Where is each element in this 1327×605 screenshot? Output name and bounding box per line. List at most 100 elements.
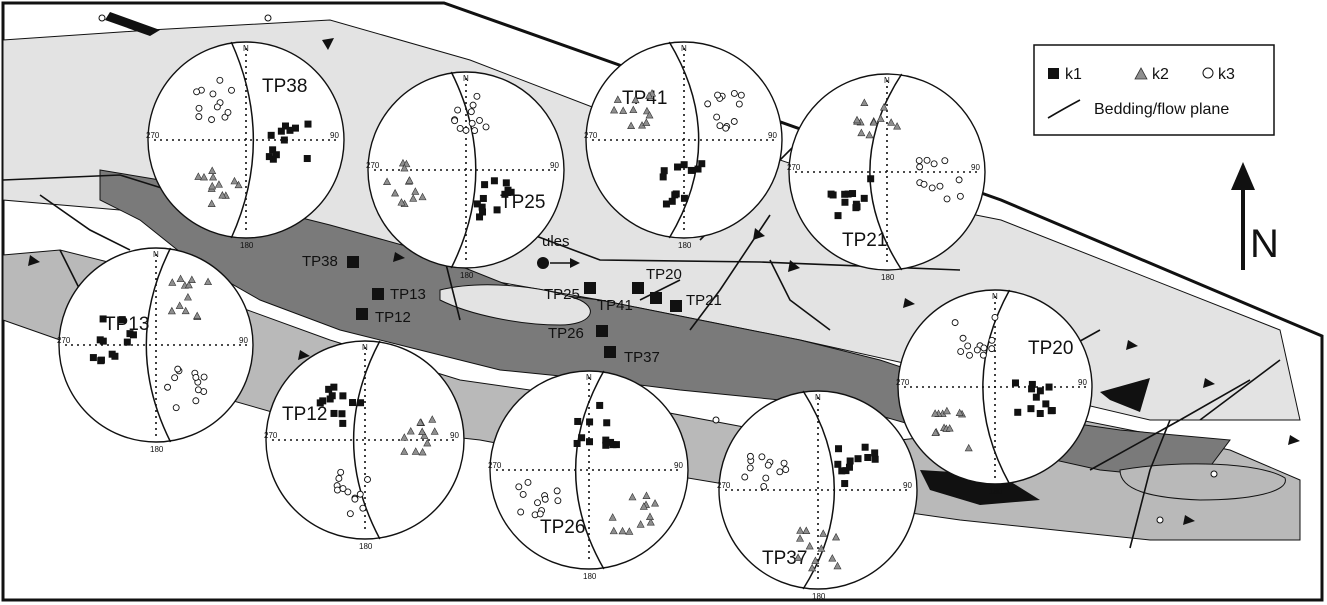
k2-point (183, 292, 192, 301)
k2-point (184, 280, 193, 289)
k1-point (291, 124, 299, 132)
k1-point (126, 330, 134, 338)
k3-point (764, 461, 772, 469)
k2-point (400, 447, 409, 455)
k3-point (955, 176, 963, 184)
legend-k3-icon (1202, 67, 1214, 79)
k1-point (325, 385, 333, 393)
k2-point (199, 172, 208, 181)
k3-point (192, 373, 200, 381)
k2-point (168, 278, 177, 286)
k3-point (200, 373, 208, 381)
k1-point (1048, 407, 1056, 415)
k3-point (519, 491, 527, 498)
k2-point (411, 447, 420, 455)
legend-box (1033, 44, 1275, 136)
stereonet-tick-90: 90 (971, 163, 980, 172)
k3-point (541, 495, 549, 503)
k3-point (208, 116, 216, 124)
k1-point (330, 383, 338, 391)
legend-k3: k3 (1218, 66, 1235, 83)
k1-point (674, 163, 682, 171)
k3-point (966, 351, 973, 359)
k2-point (181, 306, 190, 315)
site-label-tp37: TP37 (624, 349, 660, 366)
k3-point (936, 182, 944, 190)
k1-point (479, 208, 487, 216)
stereonet-tick-270: 270 (787, 163, 801, 172)
k2-point (805, 541, 814, 550)
town-label: ules (542, 233, 570, 250)
k1-point (602, 441, 610, 449)
k1-point (852, 200, 860, 208)
k2-point (645, 91, 654, 99)
k2-point (187, 275, 196, 283)
k2-point (811, 556, 820, 564)
unit-black-3 (105, 12, 160, 36)
stereonet-tick-90: 90 (450, 431, 459, 440)
k1-point (493, 206, 501, 214)
k1-point (835, 445, 843, 453)
k3-point (760, 482, 768, 490)
k1-point (357, 399, 365, 407)
legend-k1: k1 (1065, 66, 1082, 83)
k1-point (339, 419, 347, 427)
k1-point (349, 399, 357, 407)
site-marker-tp12 (356, 308, 368, 320)
site-label-tp26: TP26 (548, 325, 584, 342)
site-marker-tp20 (650, 292, 662, 304)
site-marker-tp38 (347, 256, 359, 268)
site-marker-tp21 (670, 300, 682, 312)
k1-point (269, 155, 277, 163)
stereonet-name: TP13 (104, 314, 149, 335)
k3-point (746, 464, 754, 472)
k3-point (964, 342, 972, 350)
k2-point (945, 424, 954, 432)
stereonet-tick-n: N (992, 292, 998, 301)
k3-point (758, 453, 766, 461)
k1-point (1045, 383, 1053, 391)
stereonet-circle (265, 340, 465, 540)
k1-point (841, 480, 849, 488)
legend-k2: k2 (1152, 66, 1169, 83)
k3-point (195, 113, 203, 121)
stereonet-plane (982, 289, 1011, 485)
k2-point (423, 438, 432, 447)
k2-point (808, 563, 817, 572)
stereonet-name: TP26 (540, 517, 585, 538)
k1-point (586, 418, 594, 426)
k2-point (618, 526, 627, 535)
k3-point (988, 336, 996, 344)
thrust-teeth (28, 38, 1300, 525)
k1-point (596, 401, 604, 409)
k1-point (1028, 380, 1036, 388)
k2-point (642, 118, 651, 126)
unit-lens-east (1119, 463, 1286, 501)
k1-point (111, 352, 119, 360)
k1-point (272, 151, 280, 159)
k2-point (209, 172, 218, 181)
k1-point (118, 316, 126, 324)
stereonet-plane (145, 247, 172, 443)
k1-point (476, 213, 484, 221)
k2-point (860, 98, 869, 106)
k2-point (193, 311, 202, 320)
k1-point (99, 337, 107, 345)
k3-point (467, 108, 475, 116)
k1-point (849, 190, 857, 198)
k2-point (642, 491, 651, 499)
k3-point (915, 157, 923, 164)
stereonet-plane (869, 73, 903, 271)
k3-point (515, 483, 523, 491)
k2-point (879, 103, 888, 111)
k3-point (714, 91, 721, 99)
stereonet-plane (575, 370, 605, 570)
k2-point (167, 306, 176, 315)
k1-point (846, 457, 854, 465)
stereonet-tick-n: N (884, 76, 890, 85)
k2-point (645, 110, 654, 119)
